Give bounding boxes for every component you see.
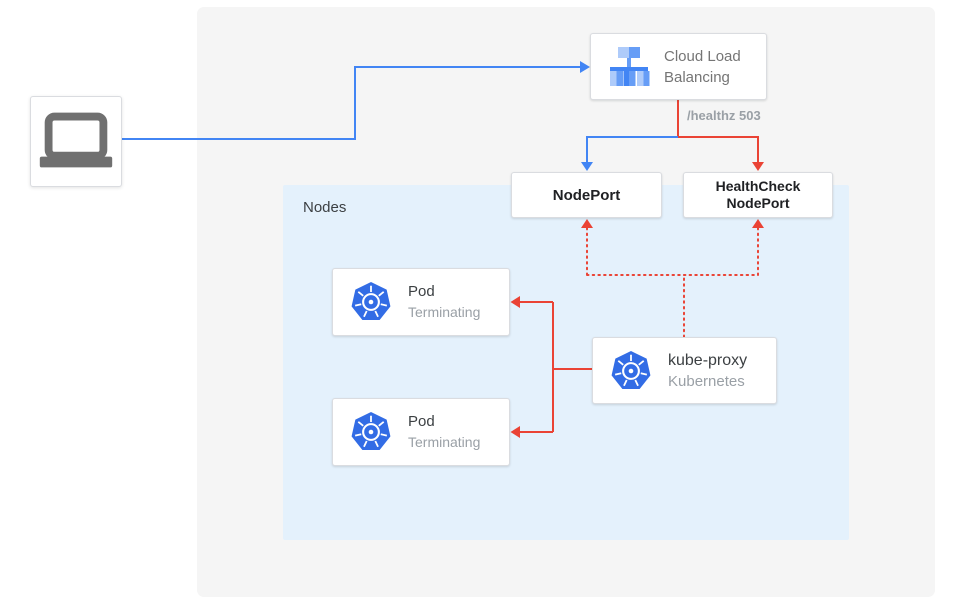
nodes-group-label: Nodes — [303, 199, 347, 216]
kube-proxy-label: kube-proxy — [668, 351, 748, 369]
nodeport-label: NodePort — [552, 186, 621, 204]
pod-terminating-node-2: Pod Terminating — [332, 398, 510, 466]
cloud-load-balancing-label: Cloud Load Balancing — [664, 46, 741, 88]
load-balancer-icon — [610, 46, 650, 86]
kubernetes-icon — [611, 350, 651, 389]
laptop-icon — [39, 112, 113, 167]
pod2-label: Pod — [408, 413, 435, 430]
healthz-status-label: /healthz 503 — [687, 108, 761, 123]
kubernetes-icon — [351, 412, 391, 450]
healthcheck-nodeport-line1: HealthCheck — [715, 178, 801, 194]
clb-label-line2: Balancing — [664, 68, 730, 86]
nodeport-node: NodePort — [511, 172, 662, 218]
kubernetes-icon — [351, 282, 391, 320]
kube-proxy-sublabel: Kubernetes — [668, 372, 745, 390]
pod1-label: Pod — [408, 283, 435, 300]
healthcheck-nodeport-line2: NodePort — [726, 195, 790, 211]
kube-proxy-node: kube-proxy Kubernetes — [592, 337, 777, 404]
pod-terminating-node-1: Pod Terminating — [332, 268, 510, 336]
client-node — [30, 96, 122, 187]
healthcheck-nodeport-node: HealthCheck NodePort — [683, 172, 833, 218]
pod2-status: Terminating — [408, 434, 481, 450]
clb-label-line1: Cloud Load — [664, 47, 741, 65]
pod1-status: Terminating — [408, 304, 481, 320]
cloud-load-balancing-node: Cloud Load Balancing — [590, 33, 767, 100]
